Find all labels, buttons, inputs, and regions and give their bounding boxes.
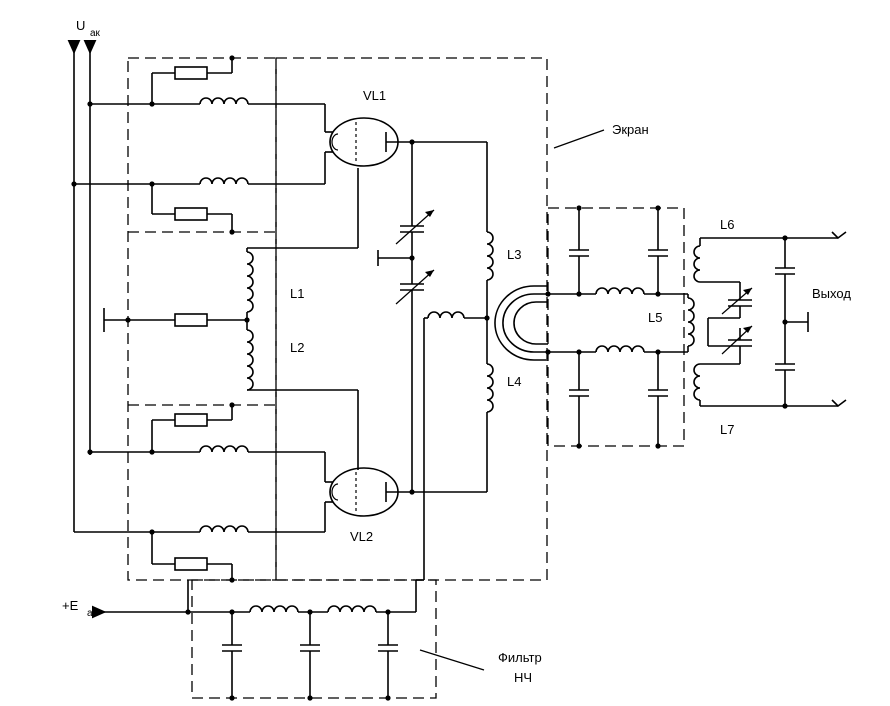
tube-vl2 bbox=[329, 467, 412, 517]
l7-label: L7 bbox=[720, 422, 734, 437]
l2-label: L2 bbox=[290, 340, 304, 355]
output-filter bbox=[548, 205, 695, 449]
output-transformer bbox=[693, 231, 847, 409]
uak-subscript: ак bbox=[90, 28, 101, 39]
vl1-label: VL1 bbox=[363, 88, 386, 103]
l5-label: L5 bbox=[648, 310, 662, 325]
screen-label: Экран bbox=[612, 122, 649, 137]
lowpass-filter-box bbox=[191, 579, 437, 699]
output-filter-box bbox=[547, 207, 685, 447]
output-label: Выход bbox=[812, 286, 851, 301]
ea-supply-filter bbox=[92, 580, 416, 701]
tube-vl1 bbox=[329, 117, 412, 167]
screen-enclosure bbox=[275, 57, 548, 581]
filter-leader bbox=[419, 649, 485, 671]
lower-heater-network bbox=[74, 402, 333, 583]
ea-label: +E bbox=[62, 598, 79, 613]
uak-supply-lines bbox=[67, 40, 97, 532]
upper-heater-network bbox=[71, 55, 333, 235]
anode-tank-circuit bbox=[377, 139, 494, 612]
l4-label: L4 bbox=[507, 374, 521, 389]
l1-label: L1 bbox=[290, 286, 304, 301]
ea-subscript: a bbox=[87, 608, 93, 619]
grid-bias-network bbox=[103, 168, 359, 470]
coupling-loop bbox=[494, 285, 551, 361]
l6-label: L6 bbox=[720, 217, 734, 232]
filter-label-line2: НЧ bbox=[514, 670, 532, 685]
cathode-circuit-box bbox=[127, 57, 277, 581]
screen-leader bbox=[553, 129, 605, 149]
filter-label-line1: Фильтр bbox=[498, 650, 542, 665]
vl2-label: VL2 bbox=[350, 529, 373, 544]
uak-label: U bbox=[76, 18, 85, 33]
l3-label: L3 bbox=[507, 247, 521, 262]
